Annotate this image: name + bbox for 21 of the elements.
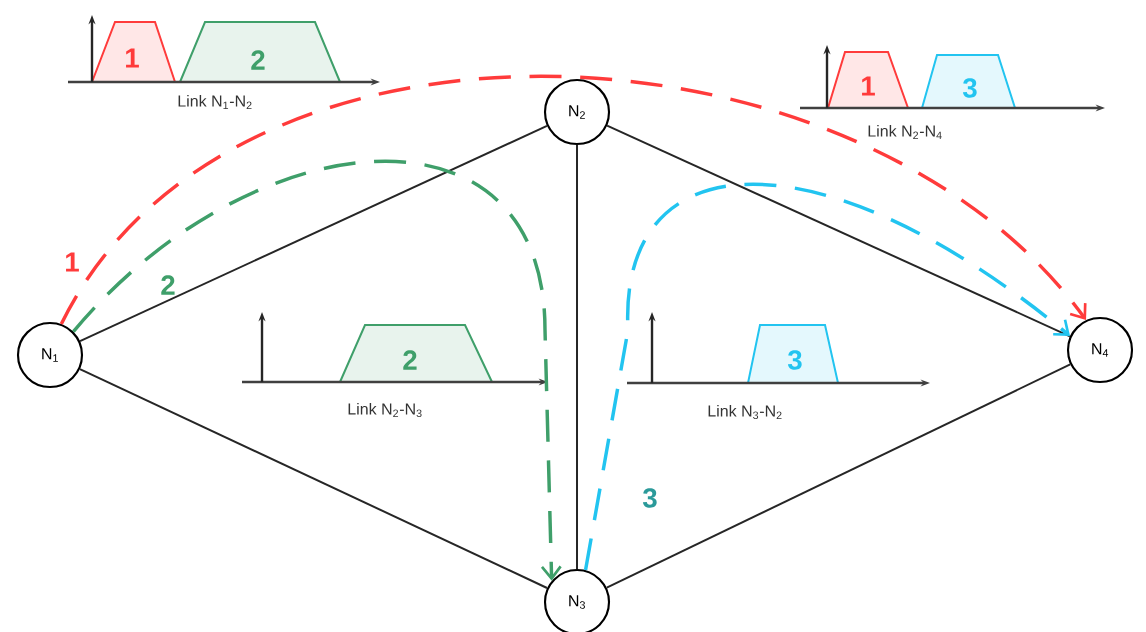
lightpath-arrow — [583, 182, 1071, 571]
channel-number: 1 — [126, 48, 139, 68]
channel-number: 2 — [403, 350, 417, 370]
edge-label: 1 — [66, 252, 79, 272]
channel-number: 3 — [787, 350, 802, 370]
channel-number: 2 — [251, 50, 265, 70]
edge-label: 2 — [161, 275, 175, 295]
link-line — [78, 368, 549, 589]
channel-number: 3 — [962, 78, 977, 98]
lightpath-arrow — [72, 159, 562, 581]
channel-number: 1 — [862, 76, 875, 96]
link-caption: Link N$_{2}$-N$_{4}$ — [865, 123, 945, 141]
link-line — [576, 144, 578, 570]
link-caption: Link N$_{2}$-N$_{3}$ — [345, 401, 425, 419]
link-caption: Link N$_{3}$-N$_{2}$ — [705, 403, 785, 421]
link-line — [79, 124, 548, 343]
edge-label: 3 — [642, 488, 657, 508]
lightpath-arrow — [59, 75, 1087, 325]
link-line — [605, 363, 1072, 589]
link-line — [606, 124, 1071, 338]
link-caption: Link N$_{1}$-N$_{2}$ — [175, 93, 255, 111]
